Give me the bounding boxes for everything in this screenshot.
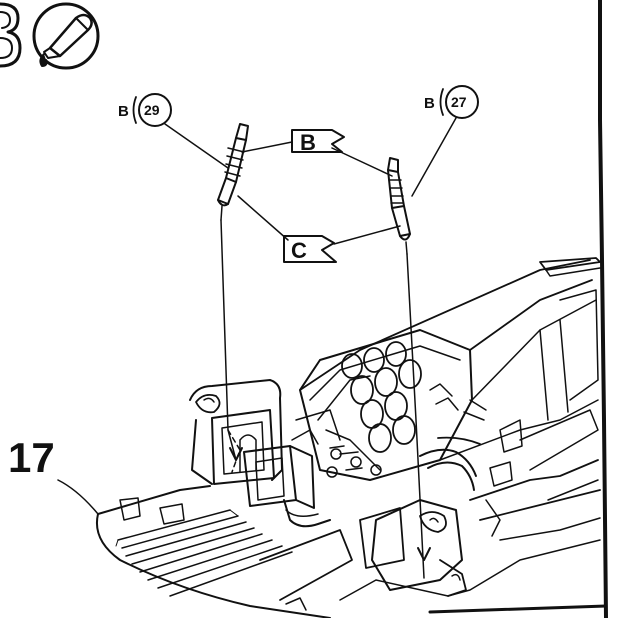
suspension-mount-right <box>359 499 467 597</box>
step-number-partial <box>0 2 22 68</box>
center-block <box>243 409 341 528</box>
page-border-right <box>598 0 608 618</box>
callout-flag-c <box>237 195 401 263</box>
arrow-down-icon <box>417 547 431 561</box>
suspension-mount-left <box>189 379 283 485</box>
rear-frame <box>299 257 601 541</box>
part-number-b29: 29 <box>144 102 160 118</box>
base-outline <box>339 539 601 601</box>
part-label-b27 <box>439 85 479 119</box>
page-border-bottom <box>428 604 608 614</box>
leader-b27 <box>411 117 457 197</box>
part-prefix-b27: B <box>424 95 435 112</box>
callout-letter-b: B <box>300 130 316 155</box>
leader-b29 <box>164 123 229 169</box>
guide-line-right <box>406 253 425 579</box>
step-callout-number: 17 <box>8 434 55 481</box>
part-label-b29 <box>132 93 172 127</box>
callout-letter-c: C <box>291 238 307 263</box>
engine-cylinders <box>341 341 422 453</box>
shock-absorber-left <box>217 123 249 221</box>
glue-tube-icon <box>32 2 100 70</box>
part-number-b27: 27 <box>451 94 467 110</box>
shock-absorber-right <box>387 157 411 255</box>
guide-line-left <box>220 219 237 461</box>
exhaust-headers <box>419 383 487 491</box>
engine-block <box>299 329 473 481</box>
part-prefix-b29: B <box>118 103 129 120</box>
arrow-down-icon <box>229 447 243 461</box>
chassis-floor <box>96 485 353 618</box>
leader-17 <box>57 479 99 515</box>
callout-flag-b <box>241 129 393 177</box>
